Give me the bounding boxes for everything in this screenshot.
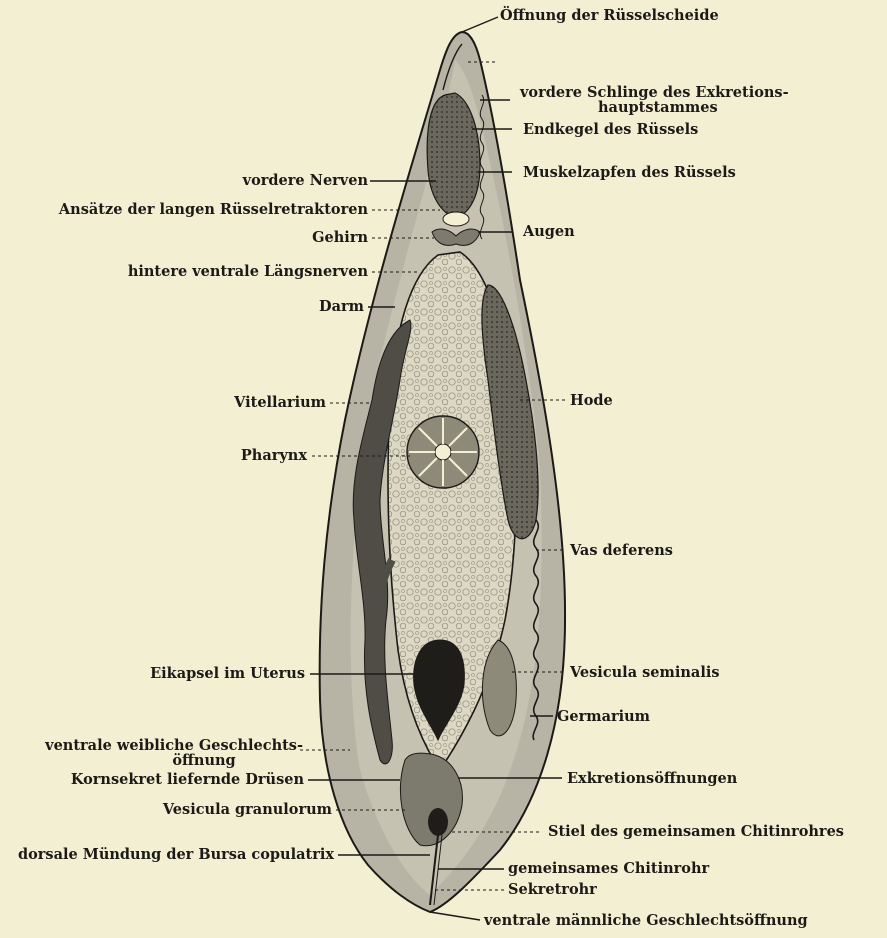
label-vas-deferens: Vas deferens (569, 542, 673, 559)
label-exkretionsoeffnungen: Exkretionsöffnungen (567, 770, 738, 787)
label-germarium: Germarium (557, 708, 651, 725)
label-vitellarium: Vitellarium (233, 394, 327, 411)
label-endkegel: Endkegel des Rüssels (523, 121, 698, 138)
label-oeffnung-ruesselscheide: Öffnung der Rüsselscheide (500, 5, 719, 24)
label-vesicula-seminalis: Vesicula seminalis (569, 664, 720, 681)
pharynx (407, 416, 479, 488)
label-kornsekret: Kornsekret liefernde Drüsen (71, 771, 305, 788)
label-dorsale-muendung: dorsale Mündung der Bursa copulatrix (18, 846, 334, 863)
label-ventrale-maennliche: ventrale männliche Geschlechtsöffnung (483, 912, 808, 929)
label-gehirn: Gehirn (312, 229, 368, 246)
label-vesicula-granulorum: Vesicula granulorum (162, 801, 333, 818)
label-darm: Darm (319, 298, 365, 315)
label-vordere-schlinge-cont: hauptstammes (598, 99, 718, 116)
label-pharynx: Pharynx (241, 447, 307, 464)
label-augen: Augen (522, 223, 575, 240)
label-hode: Hode (570, 392, 613, 409)
label-ventrale-weibliche-cont: öffnung (172, 752, 235, 769)
label-vordere-nerven: vordere Nerven (242, 172, 369, 189)
label-hintere-laengsnerven: hintere ventrale Längsnerven (128, 263, 369, 280)
label-gemeinsames-chitinrohr: gemeinsames Chitinrohr (508, 860, 710, 877)
label-eikapsel: Eikapsel im Uterus (150, 665, 305, 682)
label-ansaetze: Ansätze der langen Rüsselretraktoren (58, 201, 369, 218)
label-stiel: Stiel des gemeinsamen Chitinrohres (548, 823, 844, 840)
label-sekretrohr: Sekretrohr (508, 881, 597, 898)
label-muskelzapfen: Muskelzapfen des Rüssels (523, 164, 736, 181)
